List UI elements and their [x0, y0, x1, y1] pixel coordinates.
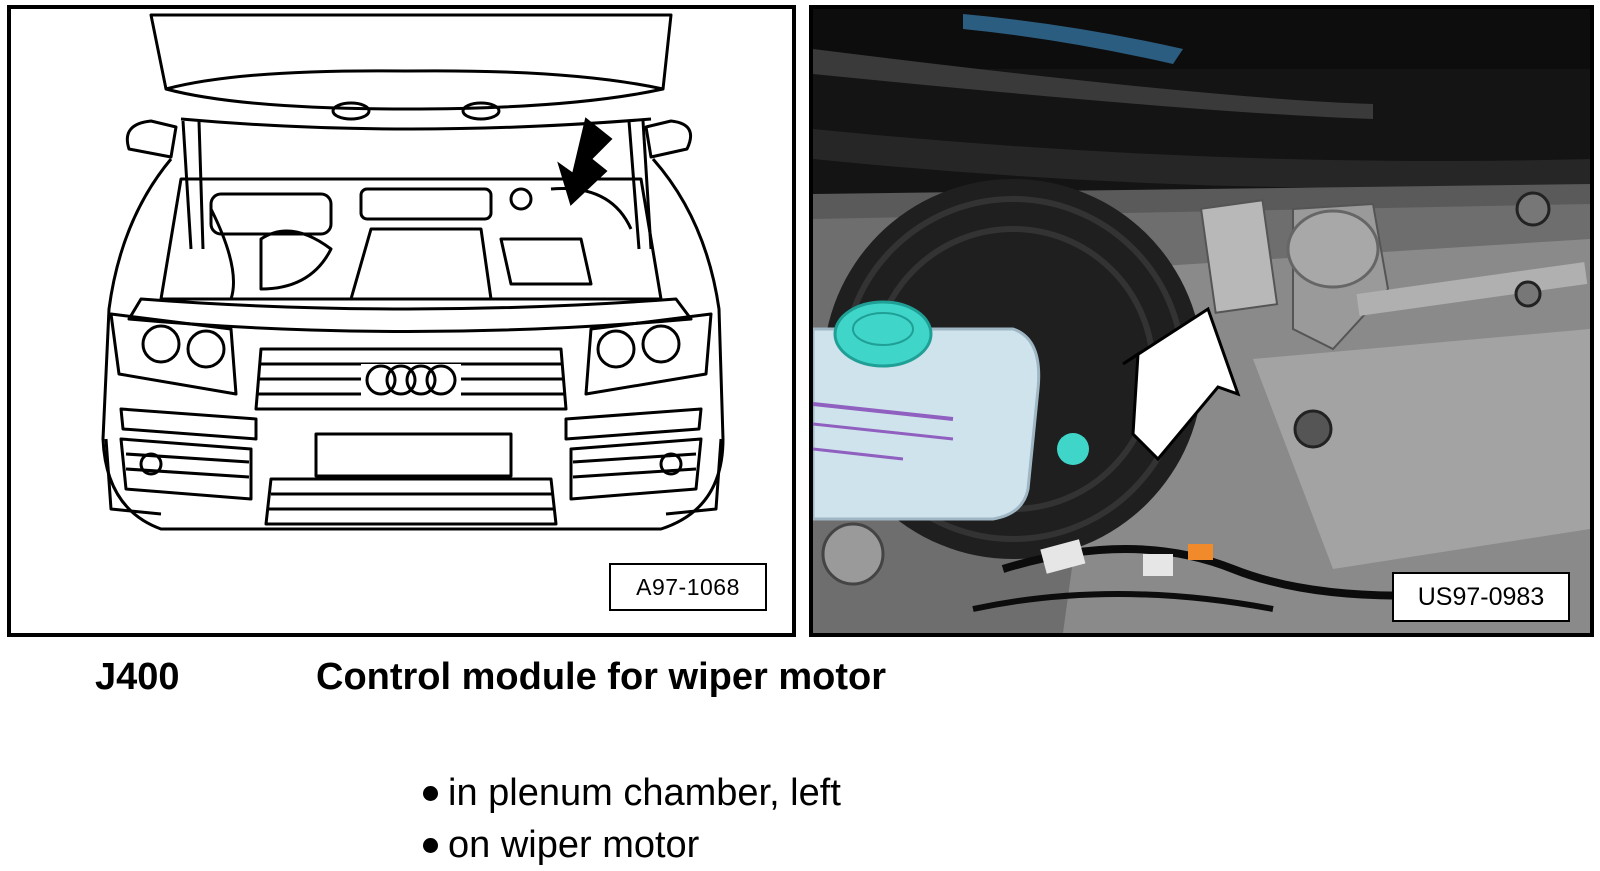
- list-item: in plenum chamber, left: [423, 767, 841, 819]
- figure-reference-label: A97-1068: [609, 563, 767, 611]
- bullet-icon: [423, 837, 438, 853]
- bullet-icon: [423, 785, 438, 801]
- arrow-icon: [1122, 306, 1241, 462]
- list-item: on wiper motor: [423, 819, 841, 871]
- component-title: Control module for wiper motor: [316, 656, 886, 698]
- location-text: on wiper motor: [448, 824, 700, 866]
- engine-bay-photo: [813, 9, 1590, 633]
- figure-reference-label: US97-0983: [1392, 572, 1570, 622]
- location-text: in plenum chamber, left: [448, 772, 841, 814]
- figure-car-front-drawing: A97-1068: [7, 5, 796, 637]
- arrow-icon: [557, 117, 613, 206]
- car-front-line-drawing: [101, 13, 725, 531]
- component-code: J400: [95, 656, 180, 698]
- figure-engine-bay-photo: US97-0983: [809, 5, 1594, 637]
- location-list: in plenum chamber, left on wiper motor: [423, 767, 841, 871]
